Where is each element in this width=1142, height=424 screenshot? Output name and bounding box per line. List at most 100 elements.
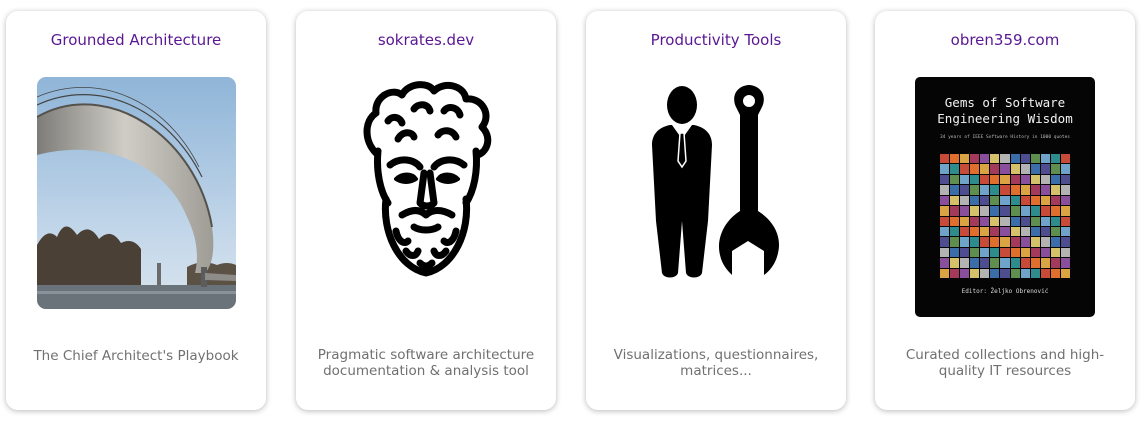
mini-cover bbox=[970, 164, 980, 174]
mini-cover bbox=[940, 206, 950, 216]
mini-cover bbox=[960, 206, 970, 216]
card-title-link[interactable]: Productivity Tools bbox=[650, 31, 782, 49]
mini-cover bbox=[940, 154, 950, 164]
mini-cover bbox=[1030, 268, 1040, 278]
mini-cover bbox=[980, 258, 990, 268]
bridge-photo[interactable] bbox=[37, 77, 236, 309]
mini-cover bbox=[1020, 268, 1030, 278]
mini-cover bbox=[980, 237, 990, 247]
card-sokrates[interactable]: sokrates.dev bbox=[296, 11, 556, 410]
mini-cover bbox=[940, 216, 950, 226]
mini-cover bbox=[1050, 185, 1060, 195]
mini-cover bbox=[1030, 195, 1040, 206]
mini-cover bbox=[950, 206, 960, 216]
mini-cover bbox=[1040, 164, 1050, 174]
mini-cover bbox=[1040, 216, 1050, 226]
mini-cover bbox=[1040, 185, 1050, 195]
mini-cover bbox=[1060, 195, 1070, 206]
mini-cover bbox=[1060, 206, 1070, 216]
mini-cover bbox=[980, 206, 990, 216]
mini-cover bbox=[950, 174, 960, 185]
mini-cover bbox=[990, 268, 1000, 278]
mini-cover bbox=[1000, 226, 1010, 237]
mini-cover bbox=[950, 247, 960, 258]
mini-cover bbox=[1020, 164, 1030, 174]
mini-cover bbox=[1040, 226, 1050, 237]
mini-cover bbox=[1000, 258, 1010, 268]
mini-cover bbox=[970, 258, 980, 268]
mini-cover bbox=[1010, 258, 1020, 268]
mini-cover bbox=[1010, 268, 1020, 278]
card-description: Visualizations, questionnaires, matrices… bbox=[613, 347, 819, 379]
mini-cover bbox=[940, 226, 950, 237]
mini-cover bbox=[1050, 164, 1060, 174]
mini-cover bbox=[1020, 185, 1030, 195]
mini-cover bbox=[970, 237, 980, 247]
mini-cover bbox=[980, 164, 990, 174]
mini-cover bbox=[1000, 216, 1010, 226]
mini-cover bbox=[990, 164, 1000, 174]
mini-cover bbox=[980, 247, 990, 258]
mini-cover bbox=[960, 258, 970, 268]
mini-cover bbox=[960, 154, 970, 164]
mini-cover bbox=[990, 258, 1000, 268]
mini-cover bbox=[1060, 174, 1070, 185]
mini-cover bbox=[940, 164, 950, 174]
mini-cover bbox=[1020, 206, 1030, 216]
book-cover[interactable]: Gems of Software Engineering Wisdom 34 y… bbox=[915, 77, 1095, 317]
mini-cover bbox=[990, 226, 1000, 237]
mini-cover bbox=[1040, 268, 1050, 278]
mini-cover bbox=[1000, 154, 1010, 164]
mini-cover bbox=[950, 185, 960, 195]
mini-cover bbox=[940, 237, 950, 247]
card-grounded-architecture[interactable]: Grounded Architecture bbox=[6, 11, 266, 410]
mini-cover bbox=[1030, 154, 1040, 164]
mini-cover bbox=[980, 185, 990, 195]
mini-cover bbox=[1040, 258, 1050, 268]
socrates-face-icon[interactable] bbox=[358, 81, 495, 279]
mini-cover bbox=[990, 185, 1000, 195]
mini-cover bbox=[1060, 216, 1070, 226]
mini-cover bbox=[1000, 174, 1010, 185]
mini-cover bbox=[1060, 164, 1070, 174]
card-description: Pragmatic software architecture document… bbox=[317, 347, 535, 379]
mini-cover bbox=[960, 268, 970, 278]
card-obren359[interactable]: obren359.com Gems of Software Engineerin… bbox=[875, 11, 1135, 410]
person-and-wrench-icon[interactable] bbox=[648, 81, 784, 279]
mini-cover bbox=[1030, 174, 1040, 185]
mini-cover bbox=[1050, 174, 1060, 185]
mini-cover bbox=[1020, 154, 1030, 164]
mini-cover bbox=[1010, 216, 1020, 226]
card-title-link[interactable]: Grounded Architecture bbox=[50, 31, 222, 49]
mini-cover bbox=[990, 247, 1000, 258]
card-title-link[interactable]: sokrates.dev bbox=[377, 31, 475, 49]
mini-cover bbox=[1000, 185, 1010, 195]
card-title-link[interactable]: obren359.com bbox=[950, 31, 1060, 49]
mini-cover bbox=[970, 174, 980, 185]
card-description: The Chief Architect's Playbook bbox=[33, 348, 239, 364]
mini-cover bbox=[1050, 216, 1060, 226]
mini-cover bbox=[970, 206, 980, 216]
mini-cover bbox=[960, 216, 970, 226]
mini-cover bbox=[940, 247, 950, 258]
mini-cover bbox=[1020, 247, 1030, 258]
mini-cover bbox=[960, 185, 970, 195]
card-productivity-tools[interactable]: Productivity Tools Visualizations, quest… bbox=[586, 11, 846, 410]
mini-cover bbox=[1050, 206, 1060, 216]
mini-cover bbox=[960, 174, 970, 185]
mini-cover bbox=[1040, 174, 1050, 185]
mini-cover bbox=[980, 174, 990, 185]
mini-cover bbox=[1030, 185, 1040, 195]
book-editor: Editor: Željko Obrenović bbox=[961, 288, 1049, 295]
mini-cover bbox=[960, 237, 970, 247]
mini-cover bbox=[980, 216, 990, 226]
mini-cover bbox=[1060, 247, 1070, 258]
mini-cover bbox=[990, 216, 1000, 226]
mini-cover bbox=[1050, 195, 1060, 206]
mini-cover bbox=[970, 247, 980, 258]
mini-cover bbox=[1020, 226, 1030, 237]
mini-cover bbox=[1060, 154, 1070, 164]
mini-cover bbox=[1040, 154, 1050, 164]
mini-cover bbox=[1040, 247, 1050, 258]
mini-cover bbox=[1000, 247, 1010, 258]
